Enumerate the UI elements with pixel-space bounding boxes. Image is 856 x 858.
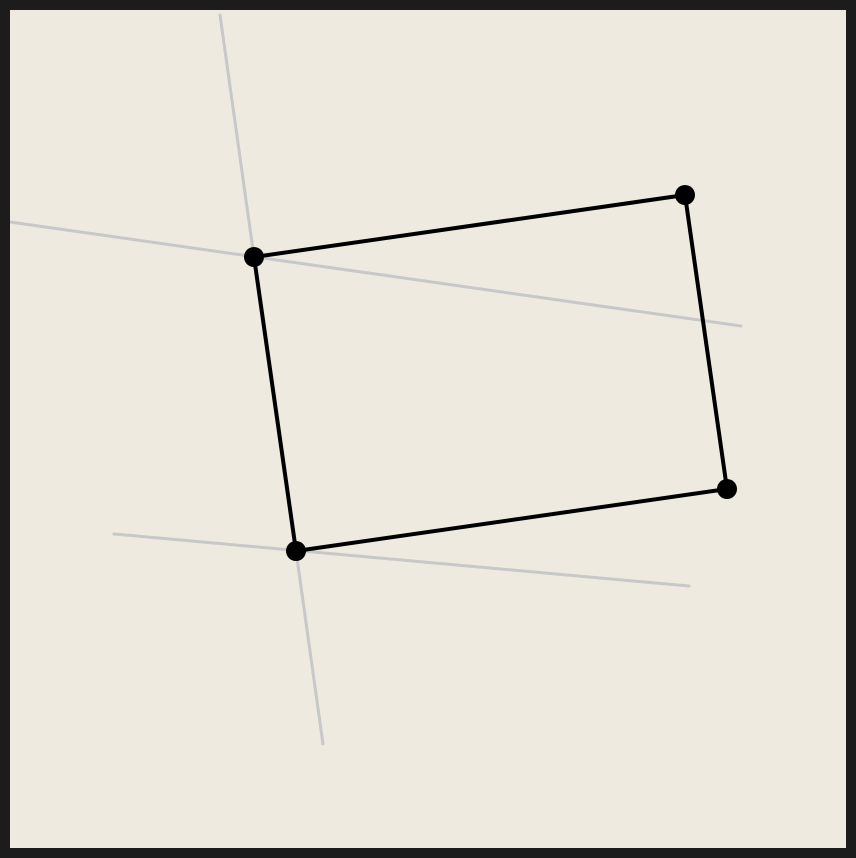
vertex-point[interactable] — [675, 185, 695, 205]
quad-edge — [252, 193, 687, 259]
guide-line — [8, 220, 743, 328]
quad-edge — [294, 487, 729, 553]
guide-line — [218, 13, 256, 259]
guide-line — [112, 532, 691, 588]
quad-edge — [683, 193, 729, 491]
quad-edge — [252, 255, 298, 553]
quadrilateral — [252, 193, 729, 553]
guide-line — [294, 549, 325, 746]
guide-lines — [8, 13, 743, 746]
vertex-point[interactable] — [244, 247, 264, 267]
vertex-point[interactable] — [717, 479, 737, 499]
vertex-point[interactable] — [286, 541, 306, 561]
vertices — [244, 185, 737, 561]
canvas-background — [5, 5, 851, 853]
